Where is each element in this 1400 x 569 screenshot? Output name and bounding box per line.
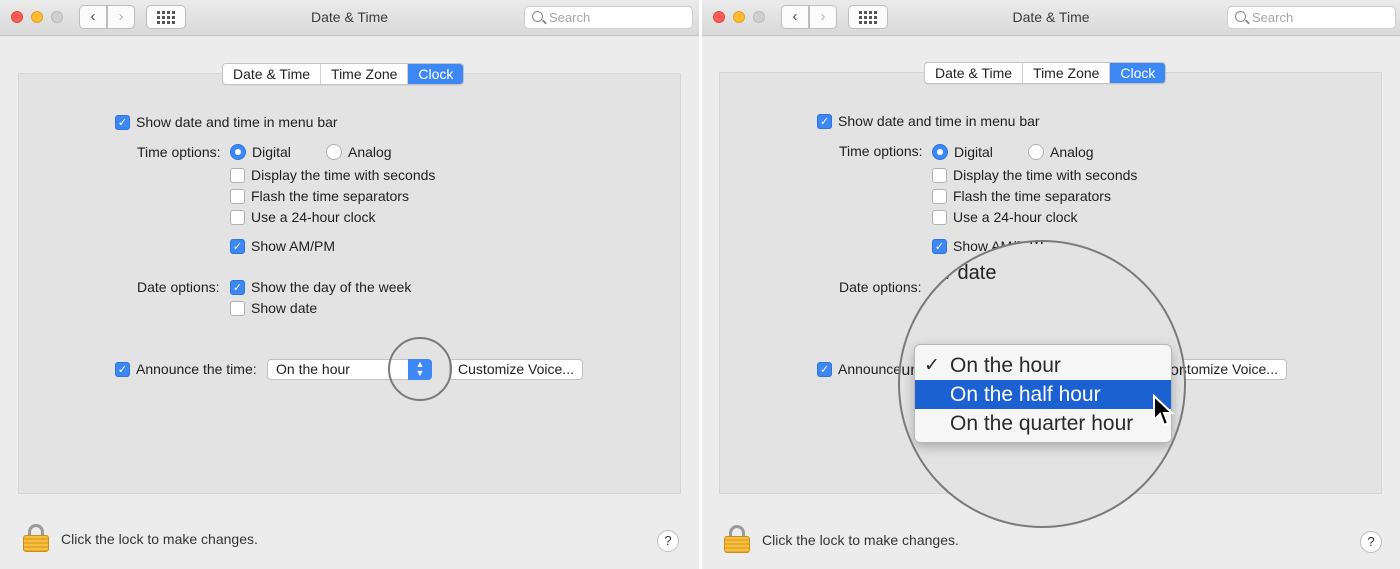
grid-icon[interactable] <box>146 5 186 29</box>
lock-text: Click the lock to make changes. <box>61 531 258 547</box>
lock-icon[interactable] <box>724 525 750 553</box>
customize-voice-button[interactable]: Customize Voice... <box>449 359 583 380</box>
time-options-label: Time options: <box>137 144 221 160</box>
help-icon[interactable]: ? <box>657 530 679 552</box>
magnified-date-fragment: v date <box>942 262 997 284</box>
magnified-ampm-fragment: Show AM/PM <box>936 242 1044 249</box>
title-bar: ‹ › Date & Time Search <box>0 0 699 36</box>
tab-time-zone[interactable]: Time Zone <box>321 64 409 84</box>
zoom-button[interactable] <box>51 11 63 23</box>
digital-option[interactable]: Digital <box>932 144 993 160</box>
digital-radio[interactable] <box>230 144 246 160</box>
magnifier-lens: Show AM/PM v date Announce omize Voice..… <box>898 240 1186 528</box>
seconds-row[interactable]: Display the time with seconds <box>932 167 1137 183</box>
digital-radio[interactable] <box>932 144 948 160</box>
day-of-week-checkbox[interactable]: ✓ <box>230 279 245 295</box>
pointer-cursor-icon <box>1153 394 1174 427</box>
analog-option[interactable]: Analog <box>1028 144 1094 160</box>
magnified-customize-fragment: omize Voice... <box>1170 362 1184 379</box>
time-options-label: Time options: <box>839 143 923 159</box>
minimize-button[interactable] <box>733 11 745 23</box>
title-bar: ‹ › Date & Time Search <box>702 0 1400 36</box>
date-options-label: Date options: <box>137 279 220 295</box>
chevron-right-icon[interactable]: › <box>107 5 135 29</box>
flash-row[interactable]: Flash the time separators <box>932 188 1111 204</box>
tab-clock[interactable]: Clock <box>408 64 464 84</box>
tab-bar: Date & Time Time Zone Clock <box>924 62 1167 84</box>
grid-icon[interactable] <box>848 5 888 29</box>
clock24-checkbox[interactable] <box>230 209 245 225</box>
help-icon[interactable]: ? <box>1360 531 1382 553</box>
search-icon <box>532 11 543 22</box>
search-input[interactable]: Search <box>1227 6 1396 29</box>
lock-icon[interactable] <box>23 524 49 552</box>
ampm-checkbox[interactable]: ✓ <box>932 238 947 254</box>
tab-bar: Date & Time Time Zone Clock <box>222 63 465 85</box>
menu-item-on-the-half-hour[interactable]: On the half hour <box>915 380 1171 409</box>
announce-dropdown-menu: ✓ On the hour On the half hour On the qu… <box>914 344 1172 443</box>
flash-checkbox[interactable] <box>230 188 245 204</box>
show-date-checkbox[interactable] <box>230 300 245 316</box>
preferences-window-left: ‹ › Date & Time Search Date & Time Time … <box>0 0 699 569</box>
announce-checkbox[interactable]: ✓ <box>817 361 832 377</box>
close-button[interactable] <box>11 11 23 23</box>
ampm-row[interactable]: ✓ Show AM/PM <box>230 238 335 254</box>
tab-time-zone[interactable]: Time Zone <box>1023 63 1111 83</box>
chevron-right-icon[interactable]: › <box>809 5 837 29</box>
clock24-row[interactable]: Use a 24-hour clock <box>932 209 1078 225</box>
close-button[interactable] <box>713 11 725 23</box>
search-icon <box>1235 11 1246 22</box>
flash-row[interactable]: Flash the time separators <box>230 188 409 204</box>
minimize-button[interactable] <box>31 11 43 23</box>
show-menu-bar-checkbox[interactable]: ✓ <box>817 113 832 129</box>
tab-date-time[interactable]: Date & Time <box>223 64 322 84</box>
zoom-button[interactable] <box>753 11 765 23</box>
customize-voice-button[interactable]: Customize Voice... <box>1153 359 1287 380</box>
search-input[interactable]: Search <box>524 6 693 29</box>
window-title: Date & Time <box>1012 9 1090 25</box>
analog-option[interactable]: Analog <box>326 144 392 160</box>
digital-option[interactable]: Digital <box>230 144 291 160</box>
flash-checkbox[interactable] <box>932 188 947 204</box>
ampm-checkbox[interactable]: ✓ <box>230 238 245 254</box>
seconds-checkbox[interactable] <box>230 167 245 183</box>
show-menu-bar-row[interactable]: ✓ Show date and time in menu bar <box>115 114 338 130</box>
menu-item-on-the-quarter-hour[interactable]: On the quarter hour <box>950 412 1134 435</box>
window-title: Date & Time <box>310 9 389 25</box>
date-options-label: Date options: <box>839 279 922 295</box>
clock24-row[interactable]: Use a 24-hour clock <box>230 209 376 225</box>
announce-checkbox[interactable]: ✓ <box>115 361 130 377</box>
tab-date-time[interactable]: Date & Time <box>925 63 1024 83</box>
show-date-row[interactable]: Show date <box>230 300 317 316</box>
chevron-left-icon[interactable]: ‹ <box>781 5 809 29</box>
analog-radio[interactable] <box>1028 144 1044 160</box>
seconds-checkbox[interactable] <box>932 167 947 183</box>
show-menu-bar-row[interactable]: ✓ Show date and time in menu bar <box>817 113 1040 129</box>
lock-text: Click the lock to make changes. <box>762 532 959 548</box>
day-of-week-row[interactable]: ✓ Show the day of the week <box>230 279 411 295</box>
analog-radio[interactable] <box>326 144 342 160</box>
chevron-left-icon[interactable]: ‹ <box>79 5 107 29</box>
seconds-row[interactable]: Display the time with seconds <box>230 167 435 183</box>
zoom-highlight-circle <box>388 337 452 401</box>
tab-clock[interactable]: Clock <box>1110 63 1166 83</box>
checkmark-icon: ✓ <box>924 355 940 376</box>
menu-item-on-the-hour[interactable]: ✓ On the hour <box>915 351 1171 380</box>
clock24-checkbox[interactable] <box>932 209 947 225</box>
clock-panel <box>18 73 681 494</box>
announce-row[interactable]: ✓ Announce the time: <box>115 361 257 377</box>
show-menu-bar-checkbox[interactable]: ✓ <box>115 114 130 130</box>
